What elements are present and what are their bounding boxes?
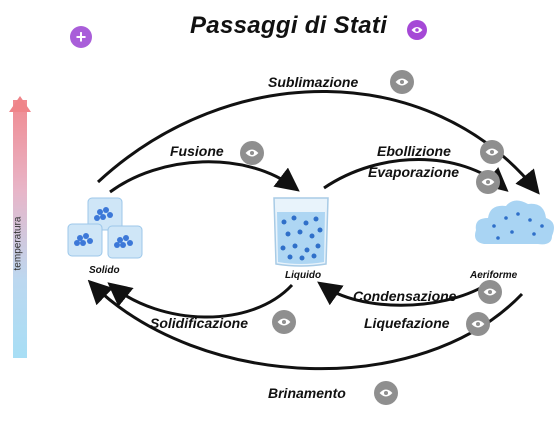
gas-cloud-illustration xyxy=(475,200,554,245)
eye-icon xyxy=(245,149,259,157)
label-solidificazione: Solidificazione xyxy=(150,315,249,331)
eye-icon xyxy=(485,148,499,156)
label-brinamento: Brinamento xyxy=(268,385,346,401)
eye-button-liquefazione[interactable] xyxy=(466,312,490,336)
eye-icon xyxy=(411,27,423,33)
arrow-condensazione xyxy=(317,281,487,307)
temperature-arrow-head xyxy=(9,96,31,112)
temperature-bar xyxy=(13,100,27,358)
state-label-solid: Solido xyxy=(89,265,120,276)
add-button[interactable]: + xyxy=(70,26,92,48)
label-fusione: Fusione xyxy=(170,143,224,159)
page-title: Passaggi di Stati xyxy=(190,12,388,39)
eye-icon xyxy=(483,288,497,296)
liquid-beaker-illustration xyxy=(273,197,329,267)
label-condensazione: Condensazione xyxy=(353,288,457,304)
arrow-solidificazione xyxy=(107,282,294,319)
eye-button-evaporazione[interactable] xyxy=(476,170,500,194)
eye-button-sublimazione[interactable] xyxy=(390,70,414,94)
eye-button-solidificazione[interactable] xyxy=(272,310,296,334)
state-label-liquid: Liquido xyxy=(285,270,322,281)
arrow-sublimazione xyxy=(96,90,540,195)
eye-button-fusione[interactable] xyxy=(240,141,264,165)
eye-icon xyxy=(481,178,495,186)
eye-icon xyxy=(395,78,409,86)
eye-icon xyxy=(471,320,485,328)
eye-button-condensazione[interactable] xyxy=(478,280,502,304)
label-evaporazione: Evaporazione xyxy=(368,164,460,180)
solid-ice-cubes-illustration xyxy=(67,197,143,259)
eye-icon xyxy=(277,318,291,326)
label-ebollizione: Ebollizione xyxy=(377,143,451,159)
state-label-gas: Aeriforme xyxy=(470,270,518,281)
eye-icon xyxy=(379,389,393,397)
eye-button-brinamento[interactable] xyxy=(374,381,398,405)
label-sublimazione: Sublimazione xyxy=(268,74,359,90)
title-eye-button[interactable] xyxy=(407,20,427,40)
label-liquefazione: Liquefazione xyxy=(364,315,450,331)
eye-button-ebollizione[interactable] xyxy=(480,140,504,164)
arrow-fusione xyxy=(109,160,300,194)
